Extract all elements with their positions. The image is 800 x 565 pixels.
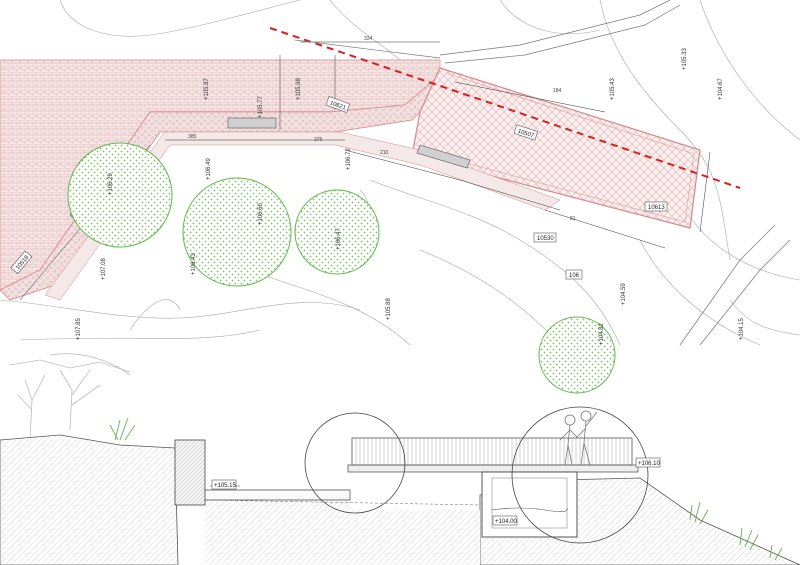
elevation-tag: 10530 [537, 236, 554, 242]
spot-level: +105.98 [296, 77, 302, 100]
tree-canopy [67, 142, 173, 248]
detail-callout-circle [304, 412, 406, 514]
retaining-wall [174, 439, 206, 506]
site-section: +105.15 +106.10 +104.00 [0, 353, 800, 565]
spot-level: +105.87 [204, 77, 210, 100]
support-chamber [481, 471, 578, 538]
vegetation [109, 417, 783, 561]
dimension-label: 210 [380, 150, 389, 156]
level-label: +104.00 [495, 519, 518, 525]
spot-level: +106.60 [258, 202, 264, 225]
ground-under-path [205, 500, 480, 565]
spot-levels: +107.08 +107.85 +106.29 +106.43 +106.72 … [76, 47, 745, 345]
spot-level: +105.43 [610, 77, 616, 100]
tree-canopy [182, 177, 292, 287]
detail-callout-circle [511, 406, 649, 544]
people-figures [559, 410, 598, 466]
elevation-tag: 10507 [517, 129, 535, 140]
deck-slab [347, 464, 639, 473]
level-tags: +105.15 +106.10 +104.00 [210, 457, 661, 526]
spot-level: +106.43 [191, 252, 197, 275]
spot-level: +104.59 [621, 282, 627, 305]
road-lines [294, 0, 791, 346]
level-label: +105.15 [214, 483, 237, 489]
tree-canopy [294, 189, 380, 275]
elevation-tag: 10613 [648, 205, 665, 211]
dimension-label: 375 [314, 137, 323, 143]
path-slab [204, 489, 351, 501]
dimension-label: 385 [188, 134, 197, 140]
elevation-tag: 106 [569, 273, 580, 279]
background-trees [9, 353, 131, 441]
dimension-label: 334 [364, 36, 373, 42]
dimension-labels: 385 375 210 334 184 81 [188, 36, 576, 222]
ground-mass [0, 434, 179, 565]
spot-level: +104.82 [599, 322, 605, 345]
elevation-tag: 10621 [329, 100, 347, 112]
dimension-label: 81 [570, 216, 576, 222]
spot-level: +106.49 [206, 157, 212, 180]
section-cut-line [269, 27, 741, 189]
level-label: +106.10 [638, 461, 661, 467]
spot-level: +105.77 [258, 95, 264, 118]
support-chamber-inner [491, 477, 568, 529]
spot-level: +107.08 [101, 257, 107, 280]
spot-level: +105.88 [386, 297, 392, 320]
path-base [204, 499, 481, 506]
spot-level: +107.85 [76, 317, 82, 340]
spot-level: +106.72 [346, 147, 352, 170]
timber-deck [411, 67, 701, 229]
spot-level: +106.29 [108, 172, 114, 195]
dimension-label: 184 [553, 88, 562, 94]
spot-level: +104.15 [739, 317, 745, 340]
spot-level: +104.67 [718, 77, 724, 100]
deck-outline [417, 72, 695, 223]
spot-level: +105.33 [682, 47, 688, 70]
tree-canopy [538, 316, 616, 394]
railing-balusters [355, 438, 629, 465]
spot-level: +106.47 [336, 227, 342, 250]
site-plan: 10530 106 10613 10518 10621 10507 +107.0… [0, 0, 800, 394]
ramp-path [44, 131, 561, 301]
elevation-tags: 10530 106 10613 10518 10621 10507 [10, 96, 668, 280]
trees [67, 142, 616, 394]
